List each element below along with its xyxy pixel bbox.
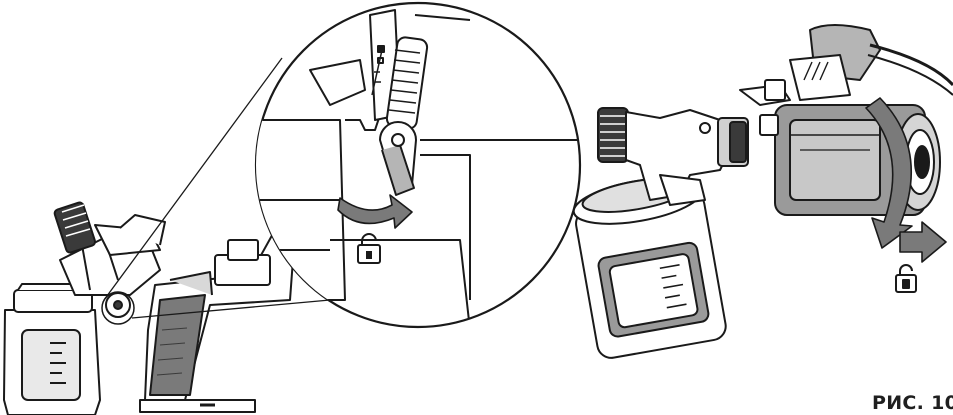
unlock-icon [357,233,381,264]
slide-arrow-icon [899,221,947,263]
detached-nozzle [597,107,749,206]
rotate-arrow-icon [865,97,913,249]
motor-unit [739,24,953,216]
detached-container [572,177,727,359]
sprayer-body [139,229,296,413]
paint-container [3,283,101,415]
spray-head [53,201,166,318]
lock-lever [379,121,417,196]
sprayer-side-view [3,201,296,415]
magnified-detail [254,1,582,329]
sprayer-detached-view [572,24,953,359]
zoom-source-circle [101,291,135,325]
figure-caption: РИС. 10 [872,392,953,414]
unlock-icon [895,264,917,293]
rotate-arrow-icon [337,194,413,229]
pressure-knob [371,36,429,130]
zoom-cone [103,57,331,319]
